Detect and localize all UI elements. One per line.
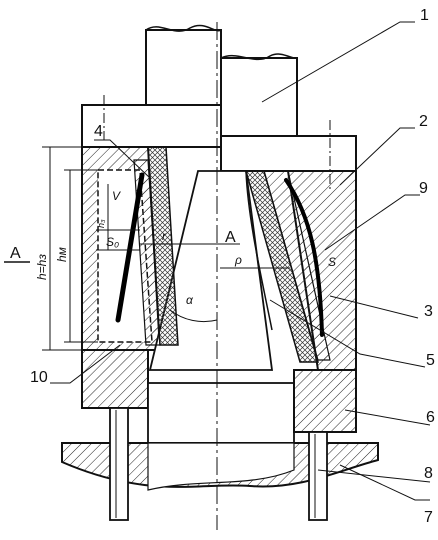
label-total-height: h=hз	[35, 254, 49, 280]
label-v: V	[112, 189, 121, 203]
bolts	[109, 407, 328, 521]
label-die-height: hм	[55, 247, 69, 262]
leader-lines	[50, 21, 431, 501]
section-marker-right: A	[225, 229, 236, 246]
upper-shaft	[145, 24, 222, 106]
right-liner	[245, 170, 331, 363]
callout-7: 7	[424, 509, 433, 526]
callout-4: 4	[94, 123, 103, 140]
label-r: r	[162, 229, 167, 243]
part-1-shaft	[220, 53, 298, 137]
section-marker-left: A	[10, 245, 21, 262]
left-die-body	[81, 146, 162, 351]
dimension-lines	[42, 146, 290, 351]
label-s: S	[328, 255, 336, 269]
callout-1: 1	[420, 7, 429, 24]
callout-10: 10	[30, 369, 48, 386]
label-rho: ρ	[234, 253, 242, 267]
label-h3: h₃	[96, 219, 106, 228]
callout-9: 9	[419, 180, 428, 197]
label-s0: S₀	[106, 235, 119, 249]
left-liner	[115, 146, 179, 346]
callout-3: 3	[424, 303, 433, 320]
label-alpha: α	[186, 293, 194, 307]
callout-8: 8	[424, 465, 433, 482]
section-line	[4, 243, 240, 263]
callout-2: 2	[419, 113, 428, 130]
callout-5: 5	[426, 352, 435, 369]
callout-6: 6	[426, 409, 435, 426]
